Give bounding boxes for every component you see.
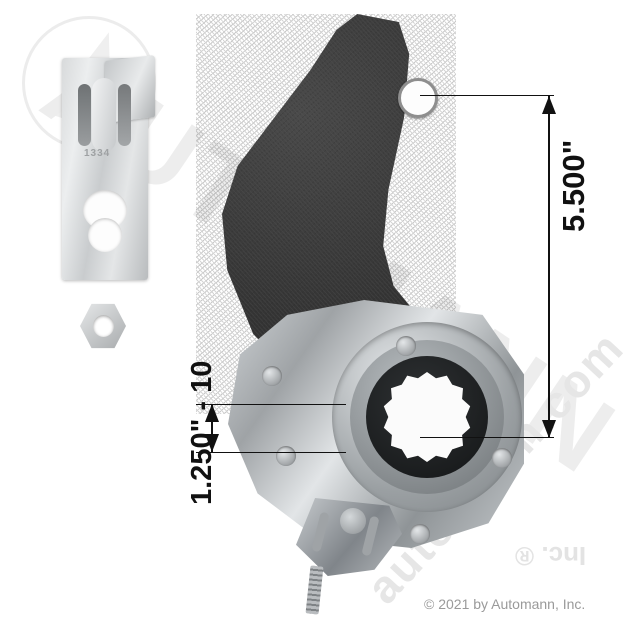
splined-bore [383, 372, 471, 462]
hex-nut-bore [93, 315, 114, 337]
extension-line-spline-bottom [196, 452, 346, 453]
housing-screw [410, 524, 430, 544]
arm-clevis-hole [398, 78, 438, 118]
arrow-down-icon [542, 420, 556, 438]
bracket-center-rib [92, 78, 116, 152]
vertical-dimension-label: 5.500" [556, 139, 591, 232]
copyright-notice: © 2021 by Automann, Inc. [424, 596, 586, 612]
housing-screw [492, 448, 512, 468]
bracket-slot-right [118, 84, 131, 146]
extension-line-top [420, 95, 554, 96]
arrow-up-icon [542, 96, 556, 114]
threaded-stud [305, 565, 324, 615]
bracket-keyhole-lower [88, 218, 122, 252]
watermark-inc-text: Inc. ® [515, 541, 587, 571]
spline-dimension-line [211, 404, 213, 452]
bracket-slot-left [78, 84, 91, 146]
housing-screw [262, 366, 282, 386]
arrow-down-icon [205, 434, 219, 452]
extension-line-bottom [420, 437, 554, 438]
clamp-boss [340, 508, 366, 534]
housing-screw [276, 446, 296, 466]
extension-line-spline-top [196, 404, 346, 405]
spline-dimension-label: 1.250" - 10 [186, 360, 218, 505]
housing-screw [396, 336, 416, 356]
vertical-dimension-line [548, 96, 550, 438]
arrow-up-icon [205, 404, 219, 422]
bracket-stamp-text: 1334 [84, 148, 111, 159]
